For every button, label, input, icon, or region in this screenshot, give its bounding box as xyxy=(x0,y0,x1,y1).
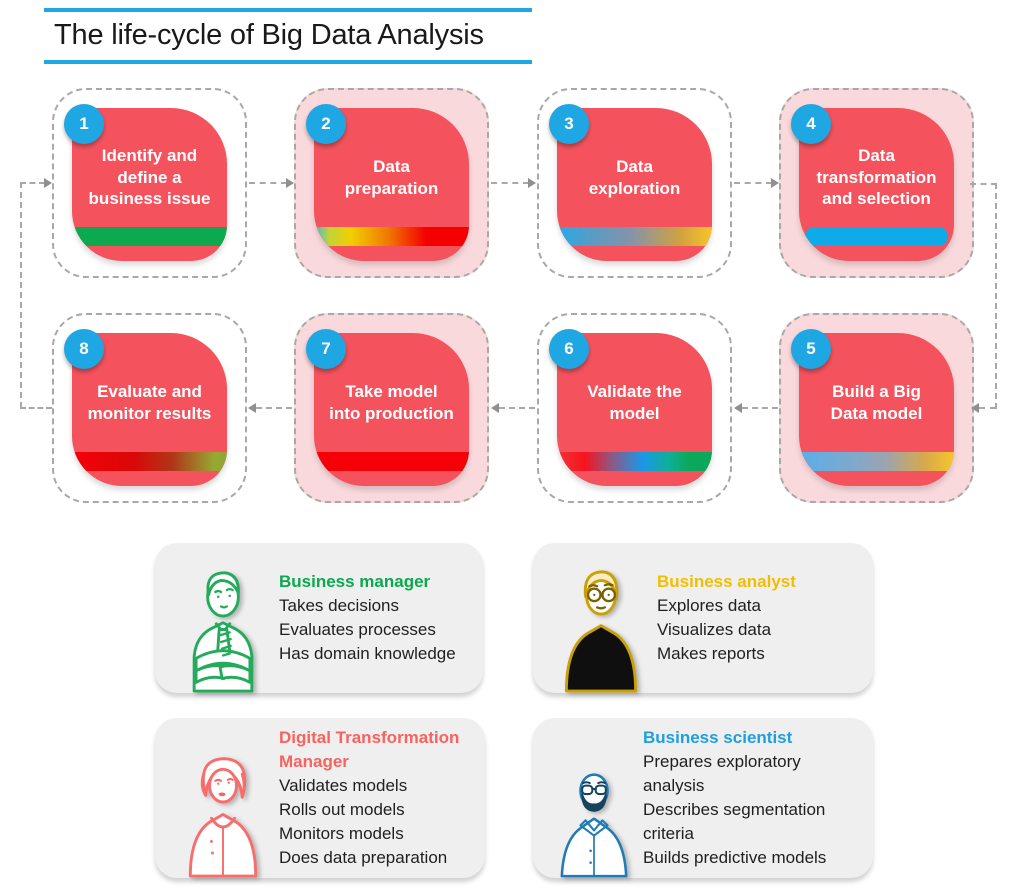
page-title: The life-cycle of Big Data Analysis xyxy=(44,8,532,64)
progress-stripe xyxy=(314,452,469,471)
role-card-business-scientist: Business scientist Prepares exploratory … xyxy=(533,718,873,878)
step-box-6: 6 Validate the model xyxy=(537,313,732,503)
step-number: 4 xyxy=(806,114,816,133)
role-line: Prepares exploratory analysis xyxy=(643,752,801,795)
role-line: Visualizes data xyxy=(657,620,772,639)
loop-line-left-top xyxy=(20,182,45,184)
progress-stripe xyxy=(72,452,227,471)
business-scientist-avatar xyxy=(549,766,639,878)
loop-line-left-vertical xyxy=(20,182,22,408)
step-label: Data exploration xyxy=(588,156,681,198)
arrow-left-icon xyxy=(971,403,979,413)
step-label: Build a Big Data model xyxy=(830,381,923,423)
step-number: 6 xyxy=(564,339,574,358)
step-label: Data transformation and selection xyxy=(816,145,937,209)
flow-arrow-line xyxy=(256,407,292,409)
step-label: Take model into production xyxy=(329,381,454,423)
role-line: Describes segmentation criteria xyxy=(643,800,826,843)
arrow-right-icon xyxy=(44,178,52,188)
role-line: Has domain knowledge xyxy=(279,644,456,663)
step-number: 3 xyxy=(564,114,574,133)
arrow-left-icon xyxy=(491,403,499,413)
step-number-badge: 4 xyxy=(791,104,831,144)
step-box-7: 7 Take model into production xyxy=(294,313,489,503)
step-box-4: 4 Data transformation and selection xyxy=(779,88,974,278)
role-line: Validates models xyxy=(279,776,408,795)
role-card-text: Digital Transformation Manager Validates… xyxy=(275,718,475,878)
page-title-text: The life-cycle of Big Data Analysis xyxy=(54,19,484,51)
step-box-5: 5 Build a Big Data model xyxy=(779,313,974,503)
step-number-badge: 7 xyxy=(306,329,346,369)
digital-transformation-manager-avatar xyxy=(171,751,275,878)
flow-arrow-line xyxy=(742,407,778,409)
arrow-left-icon xyxy=(734,403,742,413)
flow-arrow-line xyxy=(734,182,772,184)
role-line: Rolls out models xyxy=(279,800,405,819)
role-line: Takes decisions xyxy=(279,596,400,615)
role-title: Business manager xyxy=(279,572,431,591)
step-number: 1 xyxy=(79,114,89,133)
role-card-text: Business scientist Prepares exploratory … xyxy=(639,718,863,878)
business-manager-avatar xyxy=(171,566,275,693)
step-card: Evaluate and monitor results xyxy=(72,333,227,486)
step-number-badge: 1 xyxy=(64,104,104,144)
role-line: Explores data xyxy=(657,596,761,615)
role-line: Monitors models xyxy=(279,824,404,843)
progress-stripe xyxy=(557,452,712,471)
step-number-badge: 5 xyxy=(791,329,831,369)
role-line: Makes reports xyxy=(657,644,765,663)
loop-line-right-top xyxy=(970,183,997,185)
step-number-badge: 2 xyxy=(306,104,346,144)
step-number: 2 xyxy=(321,114,331,133)
step-box-1: 1 Identify and define a business issue xyxy=(52,88,247,278)
arrow-right-icon xyxy=(286,178,294,188)
loop-line-left-bottom xyxy=(20,407,52,409)
step-card: Take model into production xyxy=(314,333,469,486)
arrow-right-icon xyxy=(771,178,779,188)
step-label: Data preparation xyxy=(344,156,439,198)
step-number: 7 xyxy=(321,339,331,358)
role-title: Business scientist xyxy=(643,728,793,747)
business-analyst-avatar xyxy=(549,566,653,693)
progress-stripe xyxy=(805,227,948,246)
step-card: Identify and define a business issue xyxy=(72,108,227,261)
step-label: Identify and define a business issue xyxy=(88,145,211,209)
progress-stripe xyxy=(799,452,954,471)
step-box-3: 3 Data exploration xyxy=(537,88,732,278)
flow-arrow-line xyxy=(249,182,287,184)
step-number-badge: 3 xyxy=(549,104,589,144)
role-card-digital-transformation-manager: Digital Transformation Manager Validates… xyxy=(155,718,485,878)
role-line: Evaluates processes xyxy=(279,620,436,639)
flow-arrow-line xyxy=(499,407,535,409)
progress-stripe xyxy=(314,227,469,246)
progress-stripe xyxy=(557,227,712,246)
role-title: Business analyst xyxy=(657,572,796,591)
arrow-left-icon xyxy=(248,403,256,413)
progress-stripe xyxy=(72,227,227,246)
arrow-right-icon xyxy=(528,178,536,188)
step-label: Validate the model xyxy=(587,381,682,423)
step-number-badge: 8 xyxy=(64,329,104,369)
role-title: Digital Transformation Manager xyxy=(279,728,460,771)
flow-arrow-line xyxy=(491,182,529,184)
step-number-badge: 6 xyxy=(549,329,589,369)
step-number: 8 xyxy=(79,339,89,358)
role-line: Does data preparation xyxy=(279,848,448,867)
step-number: 5 xyxy=(806,339,816,358)
loop-line-right-vertical xyxy=(995,183,997,409)
step-box-8: 8 Evaluate and monitor results xyxy=(52,313,247,503)
step-box-2: 2 Data preparation xyxy=(294,88,489,278)
loop-line-right-bottom xyxy=(979,407,996,409)
step-label: Evaluate and monitor results xyxy=(87,381,212,423)
role-line: Builds predictive models xyxy=(643,848,827,867)
